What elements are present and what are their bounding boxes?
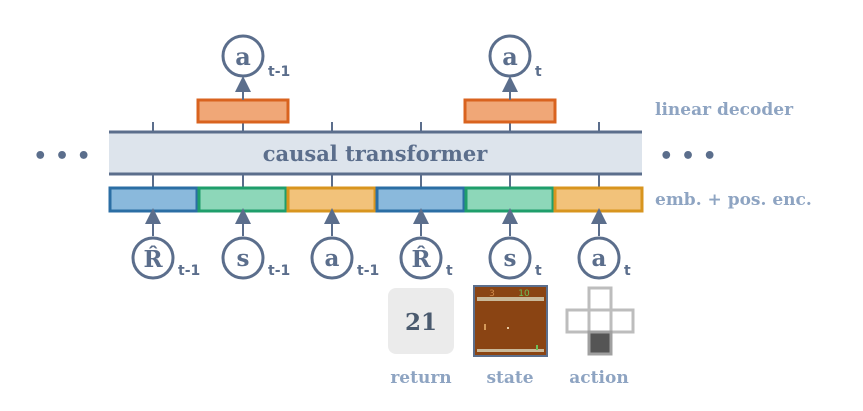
- game-left-paddle: [484, 324, 486, 330]
- return-value: 21: [405, 309, 437, 336]
- game-top-bar: [477, 297, 544, 301]
- output-token: a t-1: [221, 34, 290, 80]
- output-symbol: a: [235, 42, 251, 71]
- linear-decoder-box: [463, 98, 557, 124]
- linear-decoder-box: [196, 98, 290, 124]
- dpad-center: [587, 308, 613, 334]
- input-subscript: t: [446, 263, 453, 279]
- ellipsis-left: • • •: [33, 144, 91, 169]
- game-ball: [507, 327, 509, 329]
- output-token-circle: [488, 34, 532, 78]
- dpad-down-pressed: [587, 330, 613, 356]
- state-example: 3 10 state: [473, 285, 548, 388]
- output-token: a t: [488, 34, 542, 80]
- input-symbol: a: [592, 245, 607, 272]
- embedding-box-action: [286, 186, 377, 213]
- output-subscript: t-1: [268, 64, 290, 80]
- return-card: [388, 288, 454, 354]
- input-token-circle: [310, 236, 354, 280]
- embedding-box-action: [553, 186, 644, 213]
- game-score-right: 10: [518, 289, 530, 299]
- linear-decoder-label: linear decoder: [655, 100, 794, 120]
- input-token: R̂ t: [399, 236, 453, 280]
- input-token: s t: [488, 236, 542, 280]
- input-subscript: t-1: [268, 263, 290, 279]
- input-subscript: t: [624, 263, 631, 279]
- output-token-circle: [221, 34, 265, 78]
- embedding-row: [108, 186, 644, 213]
- causal-transformer-block: causal transformer: [109, 130, 642, 176]
- input-token-circle: [399, 236, 443, 280]
- input-token: a t: [577, 236, 631, 280]
- transformer-label: causal transformer: [263, 141, 489, 166]
- transformer-ticks: [152, 122, 600, 188]
- embedding-box-state: [464, 186, 555, 213]
- return-example: 21 return: [388, 288, 454, 388]
- input-token-circle: [131, 236, 175, 280]
- output-symbol: a: [502, 42, 518, 71]
- dpad-right: [609, 308, 635, 334]
- input-token-circle: [488, 236, 532, 280]
- embedding-box-return: [375, 186, 466, 213]
- input-token-circle: [577, 236, 621, 280]
- embedding-label: emb. + pos. enc.: [655, 190, 812, 210]
- input-token-circle: [221, 236, 265, 280]
- state-label: state: [486, 368, 533, 388]
- input-subscript: t: [535, 263, 542, 279]
- input-symbol: R̂: [411, 246, 431, 273]
- input-subscript: t-1: [178, 263, 200, 279]
- input-symbol: s: [237, 245, 250, 272]
- dpad-left: [565, 308, 591, 334]
- input-arrows: [145, 208, 607, 236]
- action-example: action: [565, 286, 635, 388]
- ellipsis-right: • • •: [659, 144, 717, 169]
- output-subscript: t: [535, 64, 542, 80]
- input-symbol: s: [504, 245, 517, 272]
- action-label: action: [569, 368, 628, 388]
- game-bottom-bar: [477, 349, 544, 352]
- embedding-box-return: [108, 186, 199, 213]
- dpad-icon: [565, 286, 635, 334]
- input-token: a t-1: [310, 236, 379, 280]
- embedding-box-state: [197, 186, 288, 213]
- transformer-body: [109, 132, 642, 174]
- input-symbol: a: [325, 245, 340, 272]
- game-right-paddle: [536, 345, 538, 350]
- input-token: R̂ t-1: [131, 236, 200, 280]
- game-score-left: 3: [489, 289, 495, 299]
- input-subscript: t-1: [357, 263, 379, 279]
- return-label: return: [390, 368, 451, 388]
- dpad-up: [587, 286, 613, 312]
- input-token: s t-1: [221, 236, 290, 280]
- input-symbol: R̂: [143, 246, 163, 273]
